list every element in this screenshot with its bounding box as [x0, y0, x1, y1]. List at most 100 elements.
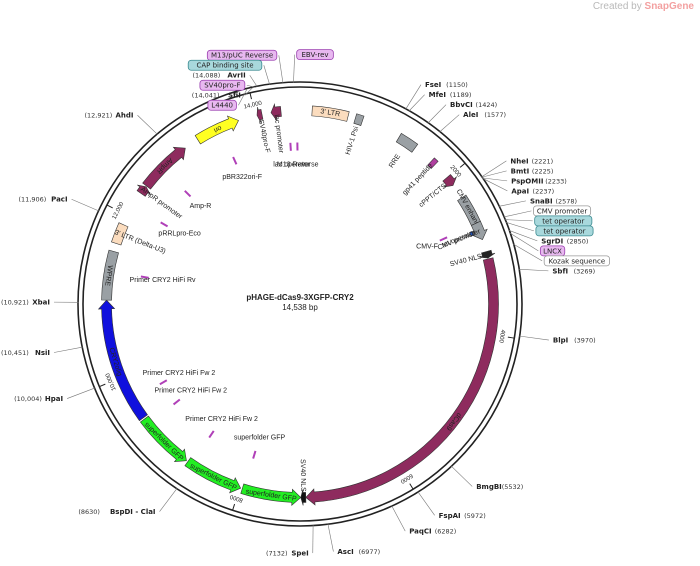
site-position: (1424)	[476, 101, 498, 109]
site-nsii[interactable]: NsiI(10,451)	[1, 349, 50, 357]
site-sfii[interactable]: SfiI(14,041)	[192, 92, 241, 100]
site-sgrdi[interactable]: SgrDI(2850)	[541, 237, 588, 245]
feature-sv40-nls[interactable]	[300, 489, 307, 506]
site-position: (5532)	[502, 483, 524, 491]
feature-hiv-1-psi[interactable]	[353, 113, 365, 126]
feature-cppt-cts[interactable]	[442, 174, 458, 188]
primer-mark[interactable]	[232, 156, 238, 165]
site-hpai[interactable]: HpaI(10,004)	[14, 395, 63, 403]
site-leader	[238, 88, 248, 106]
site-ahdi[interactable]: AhdI(12,921)	[84, 112, 133, 120]
site-leader	[244, 87, 253, 96]
feature-sv40pro-f[interactable]	[256, 106, 264, 123]
site-name: AleI	[463, 111, 478, 119]
site-sbfi[interactable]: SbfI(3269)	[552, 267, 595, 275]
site-position: (1577)	[484, 111, 506, 119]
site-position: (10,921)	[1, 299, 29, 307]
site-pspomii[interactable]: PspOMII(2233)	[511, 177, 567, 185]
primer-label: superfolder GFP	[234, 434, 286, 441]
site-leader	[498, 200, 526, 207]
site-bspdi-clai[interactable]: BspDI - ClaI(8630)	[78, 508, 155, 516]
primer-mark[interactable]	[439, 236, 448, 242]
site-m13-puc-reverse[interactable]: M13/pUC Reverse	[206, 49, 278, 61]
site-leader	[391, 505, 406, 532]
primer-mark[interactable]	[252, 450, 257, 459]
site-position: (1189)	[450, 91, 472, 99]
site-nhei[interactable]: NheI(2221)	[510, 157, 553, 165]
tick-label: 8000	[229, 493, 244, 503]
feature-superfolder-gfp[interactable]	[139, 415, 187, 463]
site-paci[interactable]: PacI(11,906)	[19, 196, 68, 204]
feature-tet-operator[interactable]	[469, 230, 475, 237]
site-name: XbaI	[32, 299, 50, 307]
feature-cmv-promoter[interactable]	[470, 220, 488, 241]
feature-superfolder-gfp[interactable]	[240, 483, 302, 507]
feature-gp41-peptide[interactable]	[427, 157, 439, 170]
site-asci[interactable]: AscI(6977)	[337, 548, 380, 556]
site-fspai[interactable]: FspAI(5972)	[439, 512, 486, 520]
site-lncx[interactable]: LNCX	[539, 245, 566, 257]
site-mfei[interactable]: MfeI(1189)	[429, 91, 472, 99]
feature-3-ltr-delta-u3[interactable]	[111, 222, 129, 246]
site-cap-binding-site[interactable]: CAP binding site	[187, 59, 263, 71]
tick-mark	[459, 163, 466, 168]
site-xbai[interactable]: XbaI(10,921)	[1, 299, 50, 307]
tick-label: 4000	[497, 329, 505, 344]
site-leader	[263, 65, 270, 85]
feature-ampr[interactable]	[142, 146, 186, 190]
site-snabi[interactable]: SnaBI(2578)	[530, 197, 577, 205]
site-tet-operator[interactable]: tet operator	[534, 215, 593, 227]
site-alei[interactable]: AleI (1577)	[463, 111, 506, 119]
tick-mark	[507, 336, 514, 339]
site-leader	[508, 230, 538, 242]
site-leader	[481, 170, 507, 178]
site-leader	[509, 232, 539, 252]
site-spei[interactable]: SpeI(7132)	[266, 550, 309, 558]
feature-wpre[interactable]	[101, 249, 119, 301]
feature-superfolder-gfp[interactable]	[184, 457, 242, 494]
site-bbvci[interactable]: BbvCI(1424)	[450, 101, 497, 109]
site-fsei[interactable]: FseI(1150)	[425, 81, 468, 89]
feature-lac-promoter[interactable]	[270, 102, 282, 122]
site-cmv-promoter[interactable]: CMV promoter	[533, 205, 592, 217]
site-bmti[interactable]: BmtI(2225)	[511, 167, 554, 175]
site-name: HpaI	[45, 395, 63, 403]
primer-mark[interactable]	[172, 398, 181, 406]
site-position: (5972)	[464, 512, 486, 520]
feature-callout-box	[207, 99, 237, 111]
site-ebv-rev[interactable]: EBV-rev	[296, 49, 334, 61]
site-leader	[278, 55, 284, 84]
primer-mark[interactable]	[184, 190, 192, 198]
feature-3-ltr[interactable]	[311, 105, 350, 122]
feature-label: lac promoter	[272, 114, 284, 154]
feature-ampr-promoter[interactable]	[136, 184, 151, 197]
site-leader	[513, 243, 543, 262]
feature-ori[interactable]	[194, 115, 239, 145]
site-sv40pro-f[interactable]: SV40pro-F	[199, 79, 246, 91]
feature-sv40-nls[interactable]	[479, 249, 496, 259]
site-apai[interactable]: ApaI(2237)	[511, 187, 554, 195]
site-position: (10,004)	[14, 395, 42, 403]
site-position: (2578)	[555, 197, 577, 205]
site-paqci[interactable]: PaqCI(6282)	[409, 528, 456, 536]
primer-mark[interactable]	[140, 275, 149, 279]
site-bmgbi[interactable]: BmgBI(5532)	[476, 483, 523, 491]
site-blpi[interactable]: BlpI(3970)	[553, 337, 596, 345]
site-kozak-sequence[interactable]: Kozak sequence	[543, 255, 610, 267]
site-avrii[interactable]: AvrII(14,088)	[192, 72, 245, 80]
primer-label: pBR322ori-F	[222, 174, 262, 181]
site-leader	[71, 198, 100, 212]
feature-rre[interactable]	[395, 132, 419, 153]
site-tet-operator[interactable]: tet operator	[535, 225, 594, 237]
tick-mark	[107, 204, 113, 209]
site-l4440[interactable]: L4440	[207, 99, 237, 111]
primer-mark[interactable]	[208, 430, 215, 439]
primer-mark[interactable]	[159, 379, 168, 386]
site-name: PacI	[51, 196, 67, 204]
feature-label: RRE	[388, 153, 402, 169]
primer-mark[interactable]	[160, 221, 169, 228]
site-name: SbfI	[552, 267, 568, 275]
feature-label: tet operator	[441, 229, 477, 249]
feature-callout-label: M13/pUC Reverse	[211, 52, 273, 60]
snapgene-watermark: Created by SnapGene	[592, 1, 694, 12]
